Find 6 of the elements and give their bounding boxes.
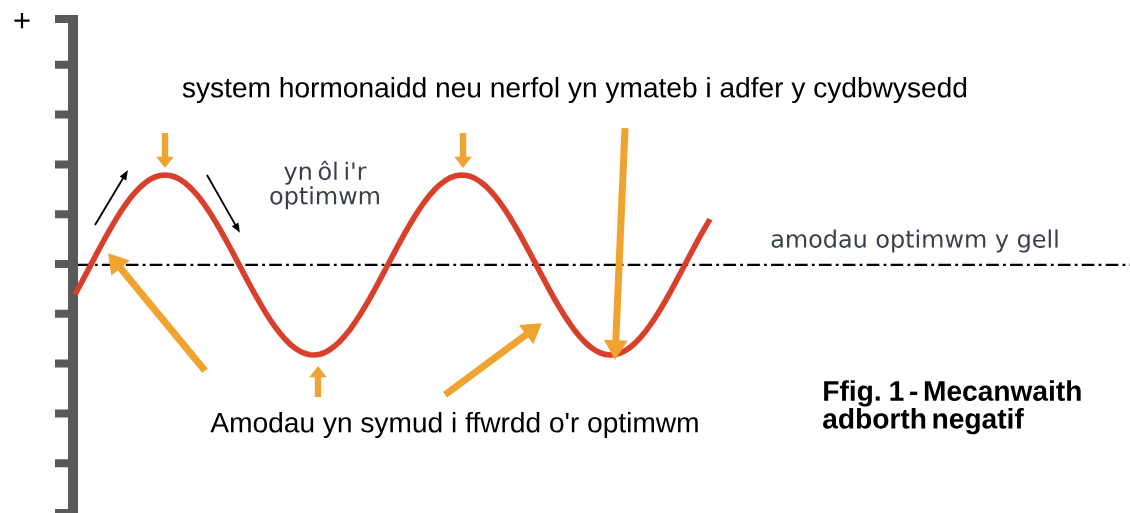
figure-caption: Ffig. 1 - Mecanwaith adborth negatif — [823, 380, 1081, 435]
annotation-text: Amodau yn symud i ffwrdd o'r optimwm — [210, 411, 698, 439]
plus-sign: + — [14, 13, 30, 29]
annotation-text: system hormonaidd neu nerfol yn ymateb i adfer y cydbwysedd — [182, 76, 967, 104]
line-label: amodau optimwm y gell — [771, 229, 1058, 253]
curve-label: yn ôl i'r optimwm — [270, 160, 379, 210]
